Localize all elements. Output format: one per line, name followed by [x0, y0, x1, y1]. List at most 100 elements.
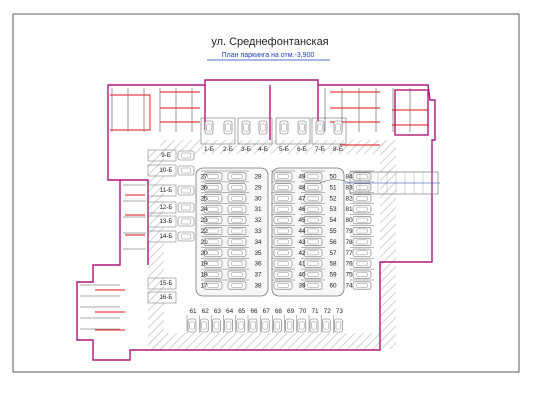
spot-44: 44 — [298, 228, 306, 235]
spot-1-Б: 1-Б — [204, 146, 214, 153]
storage-box-4 — [147, 215, 177, 228]
car-20 — [203, 248, 223, 257]
car-21 — [203, 237, 223, 246]
spot-68: 68 — [275, 308, 283, 315]
storage-box-6 — [147, 277, 177, 290]
inner-wall-left — [120, 179, 149, 265]
car-65 — [236, 318, 246, 333]
car-59-roof — [307, 272, 319, 277]
car-46 — [273, 205, 293, 214]
car-22 — [203, 227, 223, 236]
car-50-roof — [307, 174, 319, 179]
spot-45: 45 — [298, 217, 306, 224]
car-42 — [273, 248, 293, 257]
spot-35: 35 — [254, 250, 262, 257]
car-52-roof — [307, 196, 319, 201]
car-39-roof — [277, 283, 289, 288]
car-68 — [273, 318, 282, 333]
car-82 — [352, 194, 372, 203]
car-11-Б — [177, 185, 195, 196]
car-24-roof — [207, 206, 219, 212]
car-26 — [203, 183, 223, 192]
spot-23: 23 — [200, 217, 208, 224]
spot-20: 20 — [200, 250, 208, 257]
car-28 — [227, 172, 247, 181]
car-79-roof — [356, 228, 368, 234]
car-32 — [227, 216, 247, 225]
car-63-roof — [213, 321, 220, 330]
spot-28: 28 — [254, 174, 262, 181]
car-46-roof — [277, 206, 289, 212]
red-partition-2 — [330, 91, 380, 123]
car-29-roof — [231, 185, 243, 190]
spot-32: 32 — [254, 217, 262, 224]
spot-47: 47 — [298, 195, 306, 202]
spot-77: 77 — [345, 250, 353, 257]
spot-2-Б: 2-Б — [223, 146, 233, 153]
spot-3-Б: 3-Б — [241, 146, 251, 153]
car-31 — [227, 205, 247, 214]
spot-70: 70 — [299, 308, 307, 315]
spot-30: 30 — [254, 195, 262, 202]
stair-core-right — [394, 89, 429, 136]
car-47-roof — [277, 196, 289, 201]
spot-60: 60 — [329, 283, 337, 290]
spot-4-Б: 4-Б — [258, 146, 268, 153]
car-36-roof — [231, 261, 243, 266]
car-14-Б — [177, 231, 195, 242]
car-19-roof — [207, 261, 219, 266]
car-63 — [212, 318, 221, 333]
car-30 — [227, 194, 247, 203]
spot-83: 83 — [345, 184, 353, 191]
car-3-Б-roof — [243, 123, 249, 132]
car-64-roof — [225, 321, 232, 330]
car-17-roof — [207, 283, 219, 288]
car-54 — [303, 216, 323, 225]
car-26-roof — [207, 185, 219, 190]
spot-21: 21 — [200, 239, 208, 246]
parking-stalls — [147, 117, 374, 333]
car-23-roof — [207, 217, 219, 223]
hatched-walls — [148, 140, 396, 350]
spot-69: 69 — [287, 308, 295, 315]
spot-67: 67 — [263, 308, 271, 315]
car-73-roof — [335, 321, 342, 330]
spot-37: 37 — [254, 272, 262, 279]
car-58-roof — [307, 261, 319, 266]
car-80-roof — [356, 217, 368, 223]
spot-62: 62 — [202, 308, 210, 315]
car-24 — [203, 205, 223, 214]
storage-box-7 — [147, 291, 177, 304]
car-32-roof — [231, 217, 243, 223]
spot-labels: 2726252423222120191817282930313233343536… — [159, 146, 353, 315]
spot-7-Б: 7-Б — [315, 146, 325, 153]
car-6-Б-roof — [299, 123, 305, 132]
pair-box-2 — [237, 117, 273, 145]
car-9-Б — [177, 150, 195, 161]
car-14-Б-roof — [180, 233, 191, 240]
spot-18: 18 — [200, 272, 208, 279]
car-25-roof — [207, 196, 219, 201]
street-name: ул. Среднефонтанская — [211, 36, 328, 48]
car-49 — [273, 172, 293, 181]
car-5-Б-roof — [281, 123, 287, 132]
spot-61: 61 — [189, 308, 197, 315]
car-83 — [352, 183, 372, 192]
car-41-roof — [277, 261, 289, 266]
car-58 — [303, 259, 323, 268]
spot-64: 64 — [226, 308, 234, 315]
car-51 — [303, 183, 323, 192]
car-7-Б — [315, 120, 325, 135]
spot-5-Б: 5-Б — [279, 146, 289, 153]
car-36 — [227, 259, 247, 268]
car-60-roof — [307, 283, 319, 288]
ramp-curve — [319, 179, 351, 184]
spot-55: 55 — [329, 228, 337, 235]
spot-82: 82 — [345, 195, 353, 202]
red-partition-0 — [110, 94, 151, 131]
spot-76: 76 — [345, 261, 353, 268]
car-59 — [303, 270, 323, 279]
car-68-roof — [274, 321, 281, 330]
car-3-Б — [241, 120, 251, 135]
